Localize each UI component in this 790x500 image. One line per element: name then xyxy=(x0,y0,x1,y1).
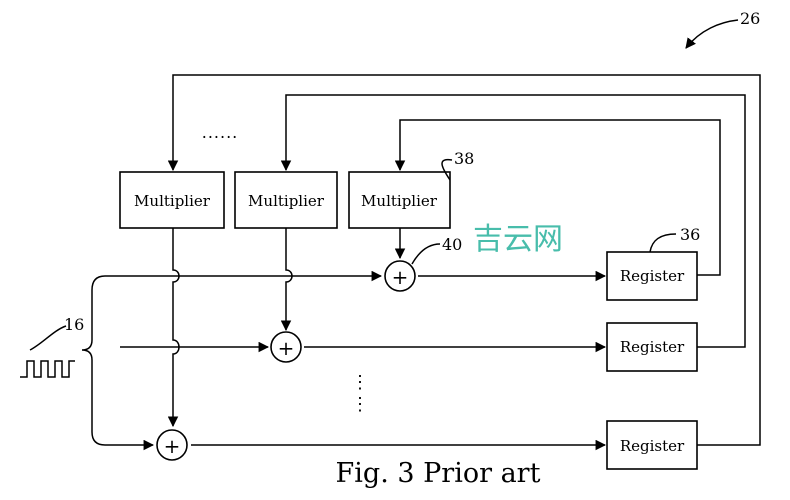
watermark-logo: 吉云网 xyxy=(473,223,563,256)
adder-symbol: + xyxy=(164,434,181,458)
adder-1: + xyxy=(384,260,416,292)
adder-symbol: + xyxy=(278,336,295,360)
vertical-ellipsis: ⋮ ⋮ xyxy=(351,372,369,415)
square-wave-icon xyxy=(20,360,75,378)
reference-numeral-38: 38 xyxy=(454,149,474,168)
reference-numeral-36: 36 xyxy=(680,225,700,244)
multiplier-label: Multiplier xyxy=(134,192,211,210)
register-block-1: Register xyxy=(606,251,698,301)
register-block-3: Register xyxy=(606,420,698,470)
feedback-line-register3 xyxy=(167,74,761,446)
reference-leader-16 xyxy=(29,325,67,351)
register-block-2: Register xyxy=(606,322,698,372)
vertical-ellipsis-part: ⋮ xyxy=(351,372,369,393)
figure-caption: Fig. 3 Prior art xyxy=(336,458,541,489)
input-brace xyxy=(81,275,106,446)
reference-leader-40 xyxy=(411,243,441,265)
feedback-line-register1 xyxy=(394,119,721,276)
multiplier-block-3: Multiplier xyxy=(348,171,451,229)
reference-leader-26 xyxy=(685,19,739,49)
reference-leader-36 xyxy=(649,233,677,253)
multiplier-block-1: Multiplier xyxy=(119,171,225,229)
horizontal-ellipsis: ...... xyxy=(202,123,239,142)
reference-numeral-16: 16 xyxy=(64,315,84,334)
register-label: Register xyxy=(620,338,685,356)
multiplier1-output-line xyxy=(167,228,180,428)
multiplier-label: Multiplier xyxy=(248,192,325,210)
reference-numeral-40: 40 xyxy=(442,235,462,254)
multiplier-label: Multiplier xyxy=(361,192,438,210)
multiplier-block-2: Multiplier xyxy=(234,171,338,229)
vertical-ellipsis-part: ⋮ xyxy=(351,394,369,415)
register-label: Register xyxy=(620,437,685,455)
adder-2: + xyxy=(270,331,302,363)
adder-symbol: + xyxy=(392,265,409,289)
multiplier2-output-line xyxy=(280,228,293,332)
register-label: Register xyxy=(620,267,685,285)
adder-3: + xyxy=(156,429,188,461)
reference-leader-38 xyxy=(441,158,453,181)
reference-numeral-26: 26 xyxy=(740,9,760,28)
feedback-line-register2 xyxy=(280,94,746,348)
